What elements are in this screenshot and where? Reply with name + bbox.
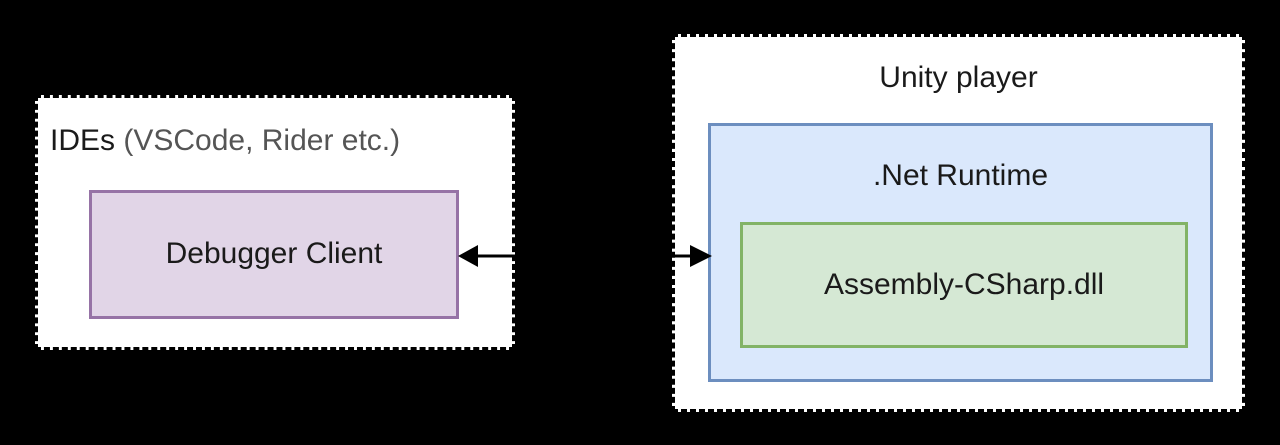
group-unity-player-title: Unity player <box>879 61 1038 94</box>
group-ides-title: IDEs (VSCode, Rider etc.) <box>50 124 400 158</box>
node-debugger-client-label: Debugger Client <box>165 237 383 270</box>
edge-to-net-runtime-arrow <box>664 245 712 267</box>
node-assembly-csharp-label: Assembly-CSharp.dll <box>823 268 1105 301</box>
group-ides-title-primary: IDEs <box>50 124 116 157</box>
group-ides-title-secondary: (VSCode, Rider etc.) <box>115 124 401 157</box>
node-net-runtime-label: .Net Runtime <box>872 159 1049 192</box>
node-debugger-client[interactable] <box>89 190 459 319</box>
node-assembly-csharp[interactable] <box>740 222 1188 348</box>
edge-to-debugger-client-arrow <box>458 245 520 267</box>
